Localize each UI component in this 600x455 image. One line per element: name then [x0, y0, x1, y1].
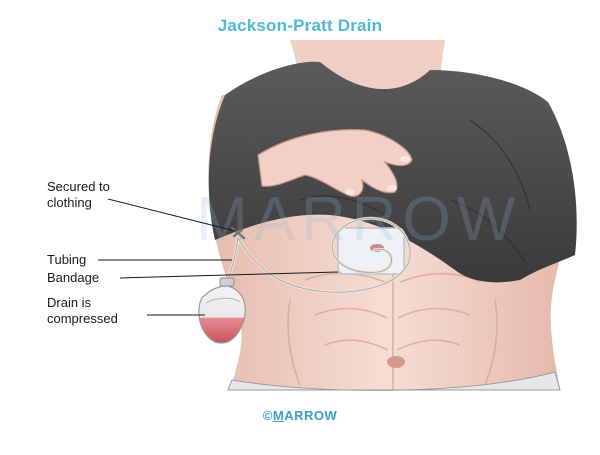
leader-lines — [98, 198, 339, 316]
navel — [387, 356, 405, 368]
label-tubing: Tubing — [47, 252, 87, 267]
copyright-symbol: © — [262, 408, 273, 423]
label-bandage: Bandage — [47, 270, 100, 285]
label-secured-line2: clothing — [47, 195, 92, 210]
drain-bulb — [198, 277, 246, 344]
label-drain-line1: Drain is — [47, 295, 92, 310]
leader-bandage — [119, 271, 339, 279]
bandage — [337, 227, 405, 275]
fingernails — [345, 156, 410, 195]
waistband — [227, 371, 561, 391]
label-drain-line2: compressed — [47, 311, 118, 326]
leader-secured — [107, 198, 236, 232]
clothing-clip — [230, 226, 246, 240]
hand — [257, 129, 413, 197]
label-secured-to-clothing: Secured to clothing — [47, 179, 110, 211]
copyright-credit: ©MARROW — [0, 408, 600, 423]
watermark: MARROW — [196, 185, 521, 254]
label-secured-line1: Secured to — [47, 179, 110, 194]
credit-first-letter: M — [272, 408, 285, 423]
credit-rest: ARROW — [284, 408, 338, 423]
shirt-folds — [299, 119, 531, 263]
diagram-title: Jackson-Pratt Drain — [217, 16, 383, 35]
shirt — [208, 61, 577, 283]
label-drain-compressed: Drain is compressed — [47, 295, 118, 327]
